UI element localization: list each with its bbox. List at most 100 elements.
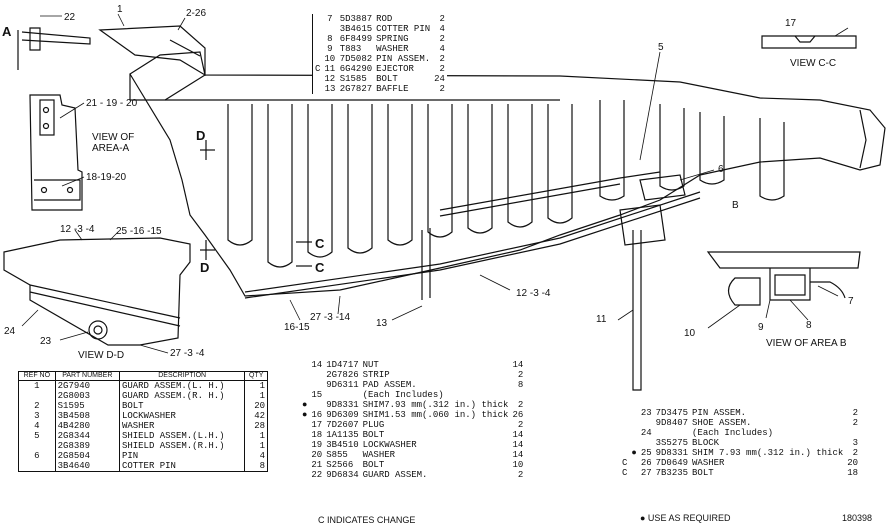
cell-desc: BOLT — [362, 430, 385, 440]
callout-8: 8 — [806, 320, 812, 331]
cell-desc: WASHER — [692, 458, 725, 468]
cell-qty: 4 — [439, 44, 445, 54]
callout-18-19-20: 18-19-20 — [86, 172, 126, 183]
view-dd — [3, 237, 191, 346]
cell-desc: ROD — [376, 14, 393, 24]
cell-part: 9D6309 — [326, 410, 359, 420]
callout-12-3-4-right: 12 -3 -4 — [516, 288, 551, 299]
cell-qty: 2 — [517, 370, 524, 380]
callout-b: B — [732, 200, 739, 211]
cell-desc: GUARD ASSEM. — [362, 470, 428, 480]
cell-qty: 14 — [512, 450, 524, 460]
header-qty: QTY — [244, 371, 268, 381]
cell-ref: 5 — [18, 431, 56, 441]
callout-6: 6 — [718, 164, 724, 175]
cell-desc: BOLT — [362, 460, 385, 470]
cell-desc: SHOE ASSEM. — [692, 418, 752, 428]
cell-desc: COTTER PIN — [119, 461, 246, 472]
callout-16-15: 16-15 — [284, 322, 310, 333]
cell-flag — [313, 24, 323, 34]
cell-qty: 42 — [254, 411, 265, 421]
cell-flag: C — [315, 64, 321, 74]
cell-mark — [300, 430, 309, 440]
cell-part: 2G8003 — [55, 391, 120, 401]
cell-ref: 10 — [324, 54, 336, 64]
cell-qty: 2 — [439, 14, 445, 24]
cell-ref — [322, 24, 337, 34]
cell-flag: C — [622, 468, 628, 478]
section-label-d-top: D — [196, 128, 205, 143]
cell-mark: ● — [302, 400, 308, 410]
cell-qty: 14 — [512, 430, 524, 440]
callout-27-3-4: 27 -3 -4 — [170, 348, 205, 359]
cell-qty: 8 — [517, 380, 524, 390]
cell-part: 1D4717 — [326, 360, 359, 370]
view-area-b-title: VIEW OF AREA B — [766, 338, 847, 349]
cell-desc: BOLT — [119, 401, 246, 411]
change-note: C INDICATES CHANGE — [318, 515, 416, 525]
use-as-required-note: ● USE AS REQUIRED — [640, 513, 731, 523]
cell-flag — [620, 428, 629, 438]
cell-ref — [18, 441, 56, 451]
cell-desc: SHIM 7.93 mm(.312 in.) thick — [692, 448, 844, 458]
view-area-b — [706, 251, 861, 269]
cell-ref — [639, 418, 654, 428]
cell-desc: SHIM1.53 mm(.060 in.) thick — [362, 410, 509, 420]
cell-qty: 10 — [512, 460, 524, 470]
cell-mark — [629, 428, 638, 438]
pad-row — [227, 100, 785, 268]
cell-ref: 11 — [324, 64, 336, 74]
cell-part: S2566 — [326, 460, 354, 470]
cell-part: 9D6834 — [326, 470, 359, 480]
cell-flag: C — [622, 458, 628, 468]
cell-qty: 2 — [517, 470, 524, 480]
cell-ref: 24 — [640, 428, 652, 438]
cell-flag — [620, 438, 629, 448]
cell-ref: 16 — [311, 410, 323, 420]
cell-qty: 28 — [254, 421, 265, 431]
cell-qty: 1 — [259, 441, 265, 451]
cell-qty: 2 — [439, 84, 445, 94]
cell-part: 9D8331 — [326, 400, 359, 410]
table-row: 15(Each Includes) — [300, 390, 525, 400]
cell-mark — [629, 418, 638, 428]
cell-qty: 20 — [254, 401, 265, 411]
cell-part: 2G7827 — [339, 84, 373, 94]
cell-desc: WASHER — [362, 450, 396, 460]
cell-part: 6G4290 — [339, 64, 373, 74]
cell-qty: 2 — [439, 64, 445, 74]
cell-ref: 3 — [18, 411, 56, 421]
cell-part: S855 — [326, 450, 348, 460]
table-row: 24(Each Includes) — [620, 428, 860, 438]
cell-desc: BOLT — [692, 468, 714, 478]
cell-ref: 14 — [311, 360, 323, 370]
cell-ref: 1 — [18, 380, 56, 391]
cell-qty: 4 — [439, 24, 445, 34]
cell-part: 3B4510 — [326, 440, 359, 450]
cell-ref: 2 — [18, 401, 56, 411]
cell-desc: COTTER PIN — [376, 24, 431, 34]
callout-2-26: 2-26 — [186, 8, 206, 19]
cell-mark: ● — [631, 448, 637, 458]
view-label-a: A — [2, 24, 12, 39]
cell-qty: 4 — [259, 451, 265, 461]
header-part: PART NUMBER — [55, 371, 120, 381]
cell-ref: 21 — [311, 460, 323, 470]
cell-ref: 22 — [311, 470, 323, 480]
callout-22: 22 — [64, 12, 76, 23]
cell-mark — [300, 440, 309, 450]
cell-desc: BAFFLE — [376, 84, 409, 94]
cell-part: 5D3887 — [339, 14, 373, 24]
cell-part: 2G7826 — [326, 370, 359, 380]
cell-part: 2G8504 — [55, 451, 120, 461]
